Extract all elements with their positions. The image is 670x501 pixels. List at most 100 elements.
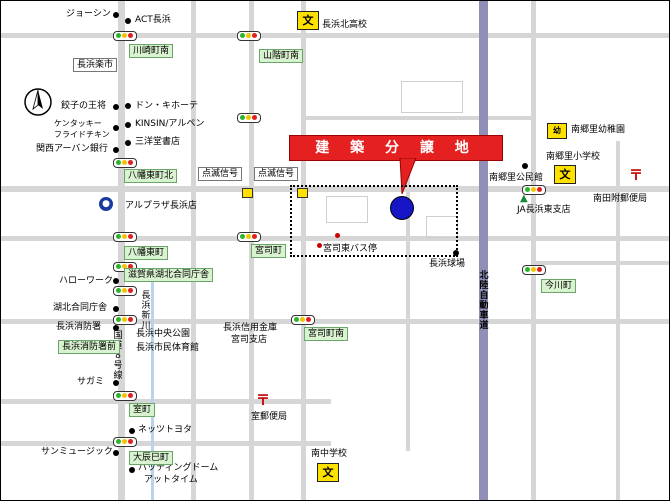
traffic-signal-icon xyxy=(291,315,315,325)
poi-dot xyxy=(453,250,459,256)
traffic-signal-icon xyxy=(237,232,261,242)
poi-dot xyxy=(125,140,131,146)
site-marker xyxy=(390,196,414,220)
north-compass-icon xyxy=(24,88,52,116)
road-horizontal-6 xyxy=(1,441,331,446)
ja-logo-icon: ▲ xyxy=(520,193,528,204)
signal-blink-2: 点滅信号 xyxy=(254,167,299,181)
place-kansai-urban: 関西アーバン銀行 xyxy=(36,144,108,154)
road-horizontal-2 xyxy=(1,186,669,192)
road-horizontal-5 xyxy=(1,399,331,404)
place-credit-line2: 宮司支店 xyxy=(231,335,268,345)
poi-dot xyxy=(113,450,119,456)
place-minami-jhs: 南中学校 xyxy=(311,449,348,459)
road-vertical-4 xyxy=(301,1,306,500)
building-outline xyxy=(401,81,463,113)
place-kfc-line2: フライドチキン xyxy=(54,130,110,139)
river-label: 長浜新川 xyxy=(141,291,151,331)
signal-muro: 室町 xyxy=(129,403,156,417)
traffic-signal-icon xyxy=(113,437,137,447)
place-alpla: アルプラザ長浜店 xyxy=(125,201,197,211)
place-park: 長浜中央公園 xyxy=(136,329,191,339)
route8-label: 国道8号線 xyxy=(113,331,123,381)
river-nagahama-shinkawa xyxy=(151,271,154,500)
place-sagami: サガミ xyxy=(77,377,105,387)
poi-dot xyxy=(522,163,528,169)
place-nanda-post: 南田附郵便局 xyxy=(593,194,648,204)
bus-stop-icon xyxy=(335,233,340,238)
signal-tatsumi: 大辰巳町 xyxy=(129,451,174,465)
traffic-signal-icon xyxy=(113,286,137,296)
place-sanyodo: 三洋堂書店 xyxy=(135,137,181,147)
traffic-signal-icon xyxy=(113,232,137,242)
poi-dot xyxy=(125,18,131,24)
place-kinsin: KINSIN/アルペン xyxy=(135,119,205,129)
school-icon: 文 xyxy=(317,463,339,482)
blinking-signal-icon xyxy=(242,188,253,198)
place-batting-line2: アットタイム xyxy=(144,475,198,485)
place-gyoza: 餃子の王将 xyxy=(61,101,107,111)
road-vertical-5 xyxy=(406,171,410,451)
place-donki: ドン・キホーテ xyxy=(135,101,199,111)
place-nagahama-gakushi: 長浜楽市 xyxy=(73,58,118,72)
poi-dot xyxy=(125,103,131,109)
traffic-signal-icon xyxy=(522,185,546,195)
place-fire: 長浜消防署 xyxy=(56,322,102,332)
poi-dot xyxy=(113,325,119,331)
traffic-signal-icon xyxy=(113,31,137,41)
school-icon: 文 xyxy=(297,11,319,30)
place-nango-hall: 南郷里公民館 xyxy=(489,173,544,183)
blinking-signal-icon xyxy=(297,188,308,198)
poi-dot xyxy=(113,380,119,386)
road-horizontal-1 xyxy=(1,33,669,38)
poi-dot xyxy=(113,104,119,110)
road-vertical-6 xyxy=(531,1,536,500)
place-credit-line1: 長浜信用金庫 xyxy=(223,323,278,333)
road-vertical-2 xyxy=(191,1,196,500)
signal-imagawa: 今川町 xyxy=(541,279,577,293)
place-muro-post: 室郵便局 xyxy=(251,412,288,422)
road-route8 xyxy=(118,1,125,500)
signal-miyaji-minami: 宮司町南 xyxy=(304,327,349,341)
signal-miyaji: 宮司町 xyxy=(251,244,287,258)
place-bus-stop: 宮司東バス停 xyxy=(323,244,378,254)
place-sun: サンミュージック xyxy=(41,447,113,457)
school-icon: 文 xyxy=(554,165,576,184)
building-outline xyxy=(326,196,368,223)
poi-dot xyxy=(129,467,135,473)
road-horizontal-7 xyxy=(306,116,536,120)
place-nango-kg: 南郷里幼稚園 xyxy=(571,125,626,135)
poi-dot xyxy=(113,12,119,18)
place-nango-es: 南郷里小学校 xyxy=(546,152,601,162)
expressway-label: 北陸自動車道 xyxy=(479,271,489,331)
place-kfc-line1: ケンタッキー xyxy=(54,119,102,128)
place-act: ACT長浜 xyxy=(135,15,171,25)
signal-sanno-minami: 山階町南 xyxy=(259,49,304,63)
traffic-signal-icon xyxy=(113,315,137,325)
signal-fire-mae: 長浜消防署前 xyxy=(58,340,121,354)
traffic-signal-icon xyxy=(113,158,137,168)
signal-blink-1: 点滅信号 xyxy=(198,167,243,181)
poi-dot xyxy=(125,122,131,128)
post-office-icon: 〒 xyxy=(256,393,270,409)
kindergarten-icon: 幼 xyxy=(547,123,567,139)
traffic-signal-icon xyxy=(522,265,546,275)
bus-stop-icon xyxy=(317,243,322,248)
signal-hachiman-kita: 八幡東町北 xyxy=(124,169,178,183)
post-office-icon: 〒 xyxy=(629,168,643,184)
signal-kawasaki-minami: 川崎町南 xyxy=(129,44,174,58)
poi-dot xyxy=(129,428,135,434)
place-gym: 長浜市民体育館 xyxy=(136,343,200,353)
traffic-signal-icon xyxy=(113,391,137,401)
alpla-logo-icon: ● xyxy=(99,197,113,211)
hokuriku-expressway xyxy=(479,1,488,500)
place-batting-line1: バッティングドーム xyxy=(138,463,219,473)
place-joshin: ジョーシン xyxy=(66,9,111,19)
place-consumer: 湖北合同庁舎 xyxy=(53,303,108,313)
traffic-signal-icon xyxy=(237,113,261,123)
place-hellowork: ハローワーク xyxy=(59,276,114,286)
place-nets: ネッツトヨタ xyxy=(138,425,193,435)
road-horizontal-3 xyxy=(1,236,669,241)
poi-dot xyxy=(113,147,119,153)
